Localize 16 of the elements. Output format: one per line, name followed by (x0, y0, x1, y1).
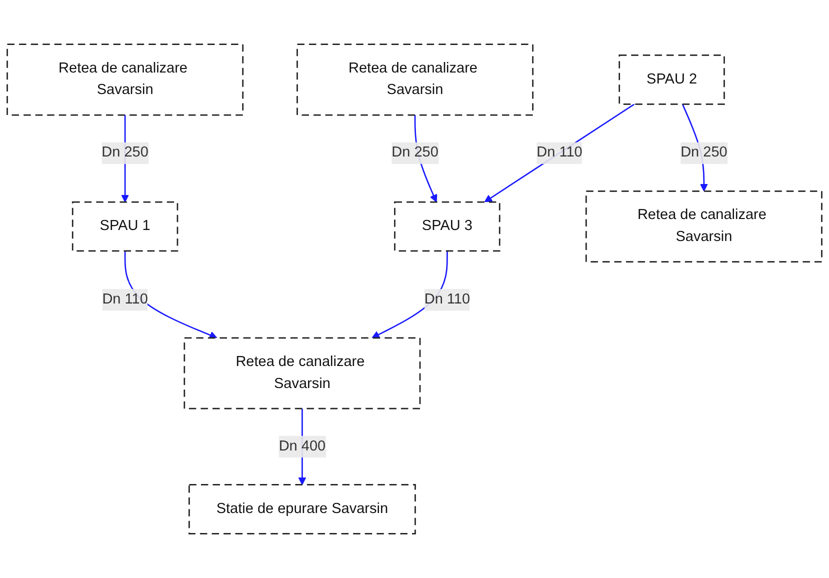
arrow (484, 104, 635, 202)
edge-label: Dn 110 (424, 292, 470, 308)
node-box: Retea de canalizare Savarsin (296, 44, 534, 116)
edge-label: Dn 110 (536, 144, 582, 160)
node-box: Retea de canalizare Savarsin (585, 190, 822, 262)
node-box: SPAU 3 (394, 201, 500, 252)
node-box: Retea de canalizare Savarsin (184, 337, 421, 410)
edge-label: Dn 110 (102, 292, 148, 308)
node-box: SPAU 2 (618, 54, 725, 105)
node-box: SPAU 1 (72, 201, 178, 252)
node-box: Statie de epurare Savarsin (188, 484, 416, 534)
edge-label: Dn 250 (680, 144, 728, 160)
edge-label: Dn 250 (102, 144, 148, 160)
node-box: Retea de canalizare Savarsin (6, 44, 244, 116)
edge-label: Dn 400 (278, 438, 326, 454)
edge-label: Dn 250 (392, 144, 438, 160)
